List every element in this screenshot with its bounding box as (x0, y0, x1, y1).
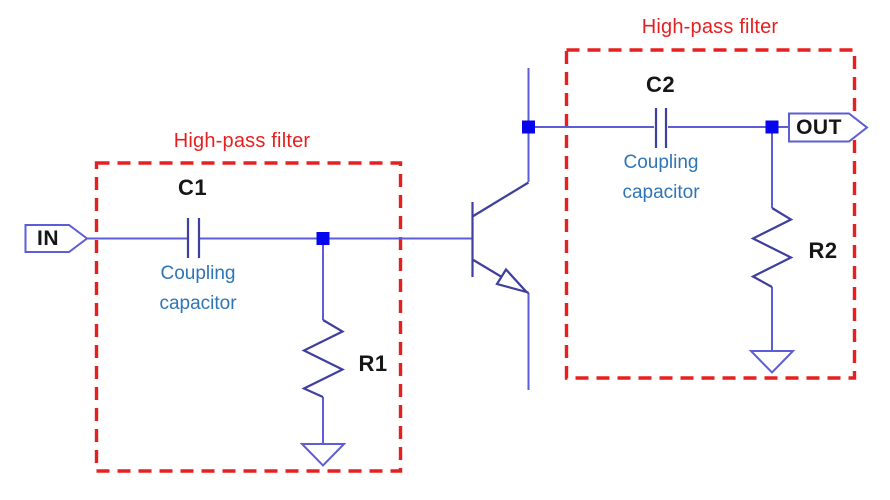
ground-icon-right (748, 350, 796, 374)
components (186, 108, 794, 399)
right-filter-box (564, 48, 857, 380)
grounds (299, 350, 796, 467)
coupling-note-right-line2: capacitor (622, 182, 700, 203)
wires (87, 68, 789, 444)
right-filter-title: High-pass filter (641, 16, 779, 38)
resistor-r1-symbol (301, 319, 345, 399)
coupling-note-right-line1: Coupling (623, 152, 699, 173)
junctions (316, 120, 779, 245)
junction-node-base (316, 232, 330, 245)
out-port-label: OUT (796, 116, 842, 139)
junction-node-out (765, 120, 779, 134)
coupling-capacitor-note-left: Coupling capacitor (118, 259, 278, 319)
left-filter-box (94, 161, 403, 473)
filter-boxes (94, 48, 857, 473)
transistor-emitter-arrow-icon (495, 267, 530, 295)
junction-node-collector (522, 120, 535, 134)
resistor-r1-ref: R1 (358, 351, 388, 376)
coupling-note-left-line1: Coupling (160, 263, 236, 284)
coupling-note-left-line2: capacitor (159, 293, 237, 314)
ground-icon-left (299, 443, 347, 467)
capacitor-c1-symbol (186, 218, 201, 258)
capacitor-c1-ref: C1 (177, 175, 208, 200)
resistor-r2-symbol (750, 207, 794, 288)
coupling-capacitor-note-right: Coupling capacitor (581, 148, 741, 208)
in-port-shape (24, 224, 89, 253)
capacitor-c2-ref: C2 (645, 72, 676, 97)
ports (24, 112, 869, 253)
left-filter-title: High-pass filter (173, 130, 311, 152)
npn-transistor-symbol (471, 181, 530, 295)
out-port-shape (788, 112, 869, 143)
transistor-collector-diagonal (471, 181, 530, 218)
capacitor-c2-symbol (654, 108, 668, 148)
resistor-r2-ref: R2 (808, 238, 838, 263)
in-port-label: IN (37, 227, 59, 250)
